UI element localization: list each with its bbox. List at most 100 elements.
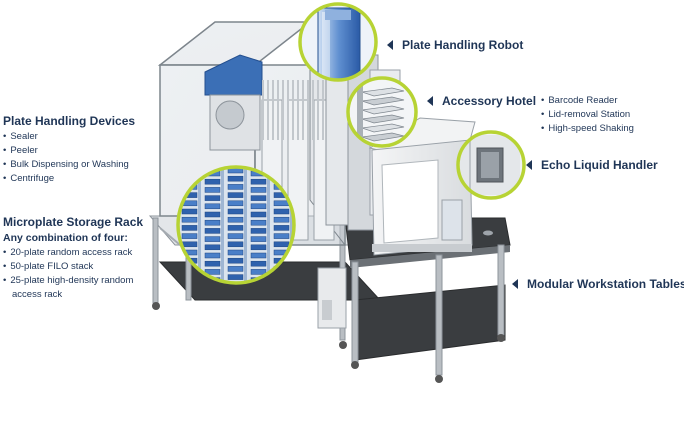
rack-plate	[227, 175, 244, 182]
rack-plate	[204, 236, 221, 242]
plate-handling-devices-block: Plate Handling Devices Sealer Peeler Bul…	[3, 114, 135, 186]
under-table-cabinet	[317, 267, 347, 329]
rack-rail	[221, 167, 224, 283]
microplate-storage-rack-title: Microplate Storage Rack	[3, 215, 144, 229]
callout-modular-workstation-tables: Modular Workstation Tables	[512, 277, 684, 291]
rack-plate	[273, 233, 290, 239]
storage-rack-item-continued: access rack	[12, 289, 63, 300]
accessory-hotel-label: Accessory Hotel	[442, 94, 537, 108]
caster-wheel	[435, 375, 443, 383]
rack-plate	[181, 225, 198, 231]
storage-rack-item: 50-plate FILO stack	[3, 260, 143, 274]
rack-plate	[181, 233, 198, 239]
right-table-leg	[351, 261, 359, 363]
rack-zoom-circle	[176, 165, 296, 285]
right-table-leg	[435, 254, 443, 376]
robot-zoom-circle	[298, 2, 378, 82]
peeler-reel	[215, 100, 245, 130]
blue-device-cover	[204, 54, 263, 96]
rack-plate	[250, 260, 267, 267]
rack-plate	[273, 216, 290, 223]
rack-plate	[273, 200, 290, 207]
right-table-leg	[497, 244, 505, 336]
echo-liquid-handler-label: Echo Liquid Handler	[541, 158, 658, 172]
hotel-post-detail	[357, 82, 363, 142]
rack-plate	[204, 260, 221, 267]
hotel-tray	[361, 123, 405, 133]
right-table-shelf	[354, 284, 506, 361]
rack-plate	[181, 241, 198, 248]
rack-plate	[227, 208, 244, 215]
rack-plate	[250, 252, 267, 259]
rack-plate	[204, 269, 221, 275]
echo-base	[372, 244, 472, 252]
rack-plate	[227, 184, 244, 190]
echo-window	[441, 199, 463, 241]
accessory-hotel-list: Barcode Reader Lid-removal Station High-…	[541, 94, 634, 136]
rack-plate	[227, 266, 244, 272]
rack-plate	[250, 178, 267, 185]
table-grommet	[483, 230, 493, 236]
rack-plate	[227, 249, 244, 256]
plate-handling-device-item: Bulk Dispensing or Washing	[3, 158, 135, 172]
rack-rail	[198, 167, 201, 283]
caster-wheel	[497, 334, 505, 342]
rack-plate	[204, 228, 221, 234]
pointer-arrow-icon	[387, 39, 393, 50]
rack-plate	[181, 208, 198, 215]
pointer-arrow-icon	[512, 278, 518, 289]
rack-plate	[227, 225, 244, 231]
modular-workstation-tables-label: Modular Workstation Tables	[527, 277, 684, 291]
pointer-arrow-icon	[526, 159, 532, 170]
accessory-hotel-item: High-speed Shaking	[541, 122, 634, 136]
rack-plate	[227, 216, 244, 223]
rack-plate	[227, 274, 244, 280]
hotel-tray	[361, 105, 405, 115]
rack-plate	[204, 211, 221, 218]
microplate-storage-rack-list: 20-plate random access rack 50-plate FIL…	[3, 246, 143, 302]
microplate-storage-rack-block: Microplate Storage Rack Any combination …	[3, 215, 143, 302]
echo-door	[381, 159, 439, 244]
rack-plate	[273, 225, 290, 231]
accessory-hotel-item: Lid-removal Station	[541, 108, 634, 122]
rack-plate	[250, 236, 267, 242]
rack-rail	[290, 167, 293, 283]
rack-plate	[204, 252, 221, 259]
hotel-tray	[361, 87, 405, 97]
storage-rack-item: 25-plate high-density random	[3, 274, 143, 288]
rack-plates	[181, 167, 293, 283]
microplate-storage-rack-subtitle: Any combination of four:	[3, 232, 128, 244]
caster-wheel	[152, 302, 160, 310]
callout-plate-handling-robot: Plate Handling Robot	[387, 38, 523, 52]
pointer-arrow-icon	[427, 95, 433, 106]
rack-plate	[204, 203, 221, 210]
rack-plate	[250, 211, 267, 218]
rack-plate	[250, 269, 267, 275]
rack-plate	[227, 200, 244, 207]
rack-plate	[227, 257, 244, 264]
rack-plate	[250, 244, 267, 251]
echo-zoom-circle	[456, 130, 526, 200]
plate-handling-device-item: Sealer	[3, 130, 135, 144]
rack-plate	[250, 195, 267, 201]
callout-accessory-hotel: Accessory Hotel	[427, 94, 536, 108]
hotel-tray	[361, 114, 405, 124]
rack-plate	[181, 216, 198, 223]
rack-plate	[204, 244, 221, 251]
callout-echo-liquid-handler: Echo Liquid Handler	[526, 158, 658, 172]
plate-handling-devices-title: Plate Handling Devices	[3, 114, 136, 128]
plate-handling-device-item: Centrifuge	[3, 172, 135, 186]
storage-rack-item: 20-plate random access rack	[3, 246, 143, 260]
rack-plate	[273, 208, 290, 215]
caster-wheel	[351, 361, 359, 369]
rack-plate	[204, 187, 221, 193]
plate-handling-robot-label: Plate Handling Robot	[402, 38, 524, 52]
rack-plate	[204, 219, 221, 226]
rack-plate	[227, 233, 244, 239]
left-table-leg	[152, 217, 159, 304]
cabinet-panel	[322, 300, 332, 320]
rack-plate	[250, 219, 267, 226]
caster-wheel	[339, 341, 347, 349]
rack-plate	[250, 203, 267, 210]
